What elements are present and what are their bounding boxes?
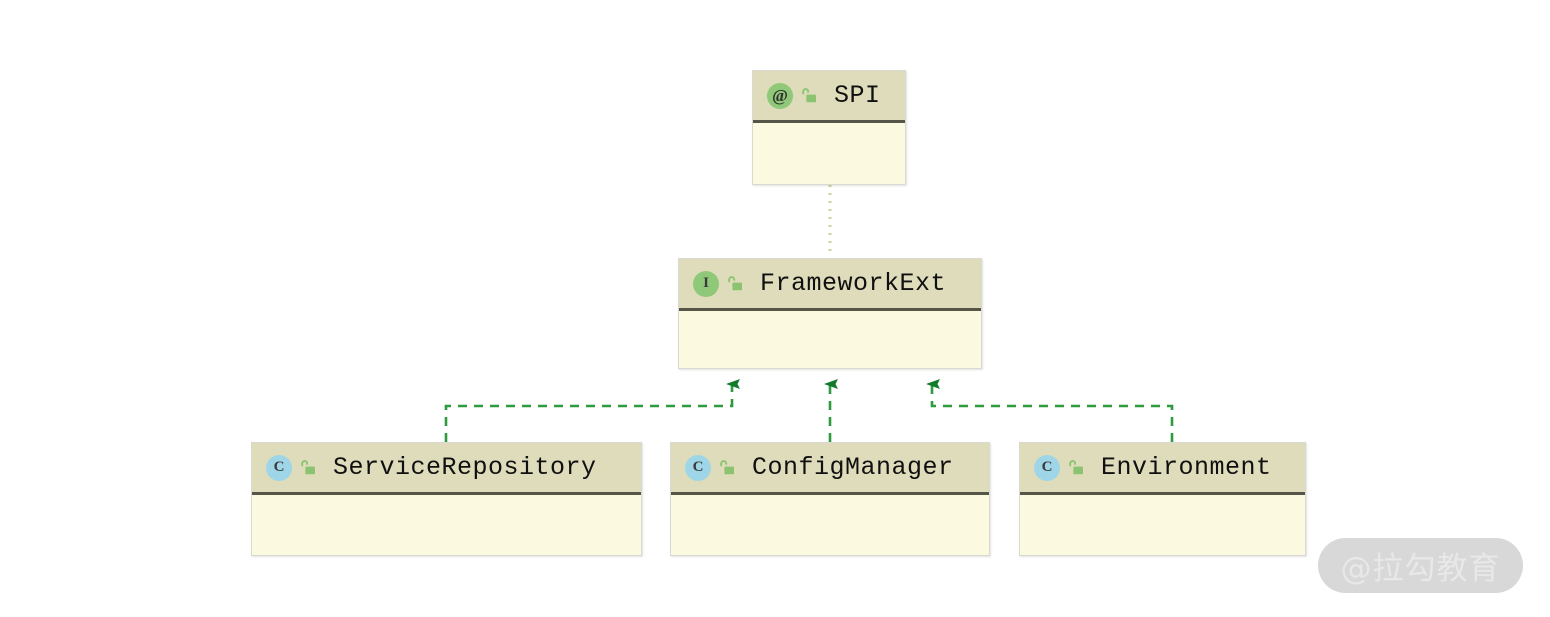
annotation-badge-icon: @ (767, 82, 793, 109)
uml-node-frameworkext-title: FrameworkExt (760, 269, 947, 298)
uml-node-spi-header: @ SPI (753, 71, 905, 123)
uml-node-environment[interactable]: C Environment (1019, 442, 1306, 556)
watermark: @拉勾教育 (1318, 538, 1523, 593)
edge-environment-to-frameworkext (926, 379, 1174, 442)
uml-node-environment-members (1020, 495, 1305, 554)
uml-node-spi-members (753, 123, 905, 183)
watermark-text: @拉勾教育 (1340, 551, 1501, 587)
uml-node-servicerepository-header: C ServiceRepository (252, 443, 641, 495)
uml-node-frameworkext-members (679, 311, 981, 367)
unlocked-padlock-icon (1069, 459, 1083, 474)
class-badge-icon: C (266, 454, 292, 481)
class-badge-icon: C (1034, 454, 1060, 481)
uml-node-spi[interactable]: @ SPI (752, 70, 906, 185)
unlocked-padlock-icon (720, 459, 734, 474)
uml-node-servicerepository[interactable]: C ServiceRepository (251, 442, 642, 556)
uml-node-environment-header: C Environment (1020, 443, 1305, 495)
uml-node-servicerepository-members (252, 495, 641, 554)
unlocked-padlock-icon (802, 87, 816, 102)
uml-node-environment-title: Environment (1101, 453, 1272, 482)
uml-node-configmanager[interactable]: C ConfigManager (670, 442, 990, 556)
edge-servicerepository-to-frameworkext (444, 379, 740, 442)
uml-node-configmanager-title: ConfigManager (752, 453, 954, 482)
uml-node-servicerepository-title: ServiceRepository (333, 453, 597, 482)
uml-node-spi-title: SPI (834, 81, 881, 110)
interface-badge-icon: I (693, 270, 719, 297)
unlocked-padlock-icon (301, 459, 315, 474)
uml-node-configmanager-header: C ConfigManager (671, 443, 989, 495)
uml-node-frameworkext-header: I FrameworkExt (679, 259, 981, 311)
class-badge-icon: C (685, 454, 711, 481)
uml-node-configmanager-members (671, 495, 989, 554)
uml-node-frameworkext[interactable]: I FrameworkExt (678, 258, 982, 369)
unlocked-padlock-icon (728, 275, 742, 290)
